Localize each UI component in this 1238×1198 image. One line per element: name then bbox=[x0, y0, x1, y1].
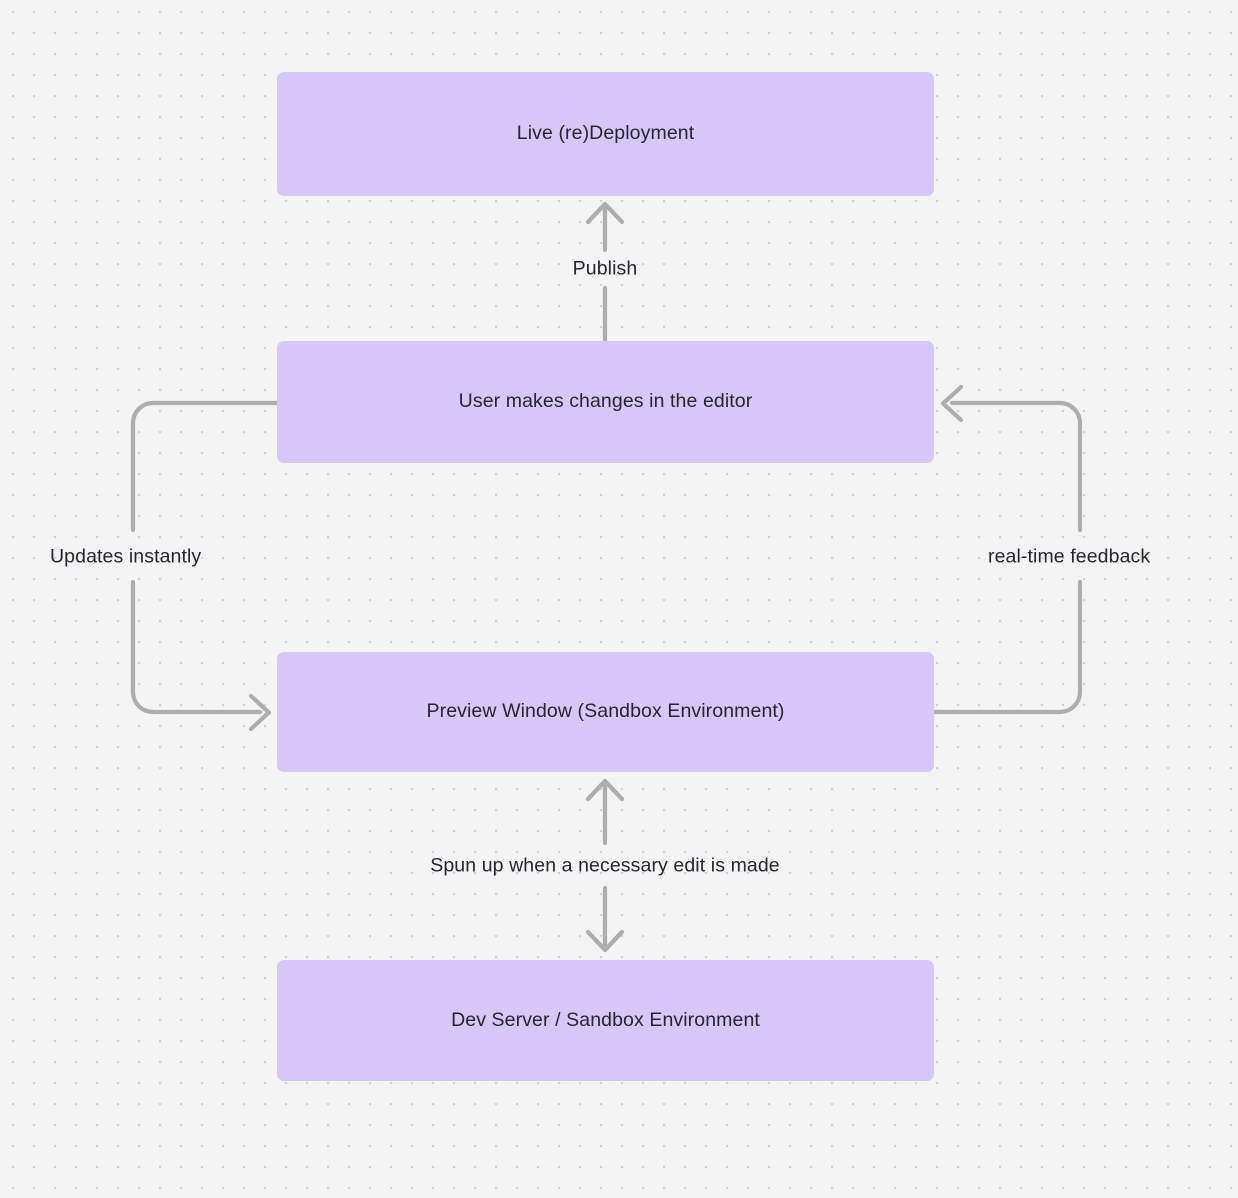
arrowhead-up-spunup bbox=[585, 778, 625, 802]
node-preview-window-label: Preview Window (Sandbox Environment) bbox=[426, 700, 785, 723]
edge-label-spun-up: Spun up when a necessary edit is made bbox=[430, 854, 780, 877]
edge-label-updates-instantly: Updates instantly bbox=[50, 545, 202, 568]
node-live-deployment-label: Live (re)Deployment bbox=[516, 122, 695, 145]
node-user-edits[interactable]: User makes changes in the editor bbox=[277, 341, 934, 463]
node-dev-server-label: Dev Server / Sandbox Environment bbox=[451, 1008, 760, 1031]
arrowhead-right-updates bbox=[248, 693, 272, 732]
arrowhead-down-spunup bbox=[585, 929, 625, 953]
arrowhead-left-feedback bbox=[940, 384, 964, 423]
node-user-edits-label: User makes changes in the editor bbox=[458, 390, 753, 413]
node-preview-window[interactable]: Preview Window (Sandbox Environment) bbox=[277, 652, 934, 772]
node-dev-server[interactable]: Dev Server / Sandbox Environment bbox=[277, 960, 934, 1081]
edge-label-real-time-feedback: real-time feedback bbox=[988, 545, 1151, 568]
edge-label-publish: Publish bbox=[572, 257, 638, 280]
node-live-deployment[interactable]: Live (re)Deployment bbox=[277, 72, 934, 196]
arrowhead-up-publish bbox=[585, 201, 625, 225]
